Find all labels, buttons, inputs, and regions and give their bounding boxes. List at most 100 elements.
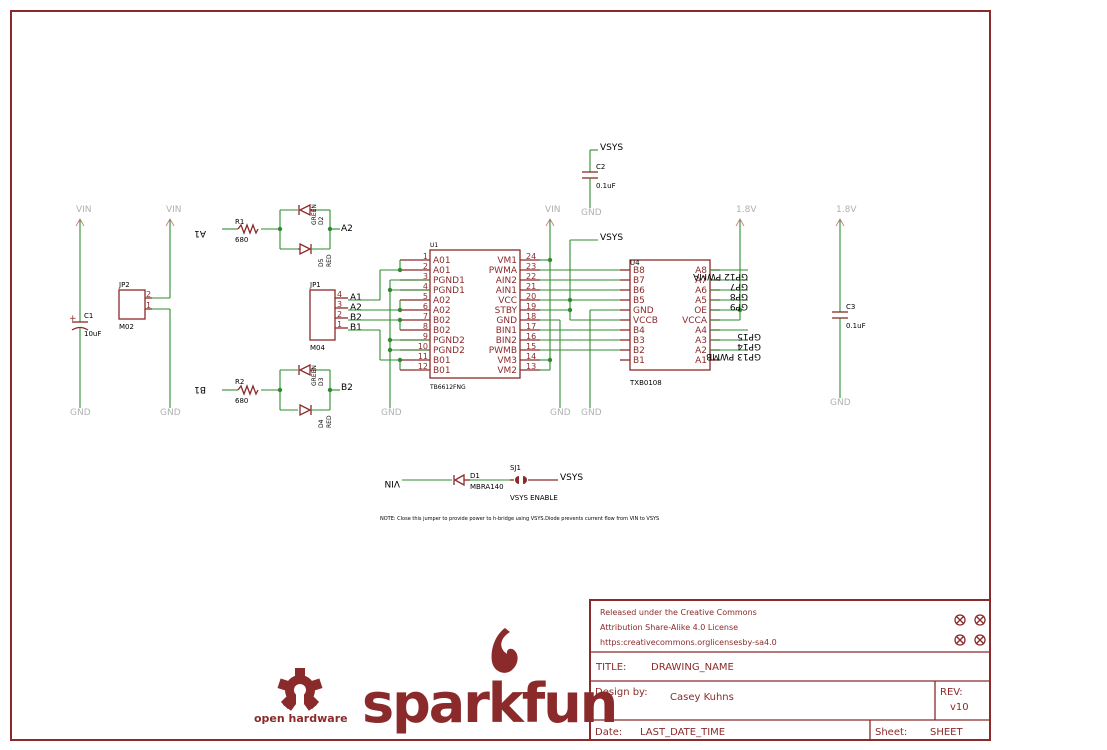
- d4-ref: D4: [318, 419, 325, 428]
- jp1-pin1: 1: [337, 320, 342, 329]
- u1-pin-number-right: 24: [526, 252, 536, 261]
- gp12-label: GP12 PWMA: [692, 271, 748, 281]
- gp13-label: GP13 PWMB: [706, 351, 761, 361]
- jp2-value: M02: [119, 323, 134, 331]
- r2-value: 680: [235, 397, 248, 405]
- r1-ref: R1: [235, 218, 244, 226]
- u1-pin-number-left: 8: [423, 322, 428, 331]
- u4-pin-name-right: VCCA: [682, 316, 708, 326]
- u1-pin-name-right: PWMB: [489, 346, 517, 356]
- c3-ref: C3: [846, 303, 855, 311]
- u1-pin-name-left: B01: [433, 366, 451, 376]
- u1-pin-name-left: A02: [433, 306, 451, 316]
- jp1-pin3: 3: [337, 300, 342, 309]
- u1-pin-name-left: A02: [433, 296, 451, 306]
- u1-pin-name-left: PGND2: [433, 346, 465, 356]
- u1-pin-name-right: GND: [496, 316, 517, 326]
- b1-net-label: B1: [350, 323, 362, 333]
- gp14-label: GP14: [737, 341, 761, 351]
- u1-pin-number-right: 18: [526, 312, 536, 321]
- gp7-label: GP7: [730, 281, 748, 291]
- u1-pin-number-left: 11: [418, 352, 428, 361]
- sheet-label: Sheet:: [875, 727, 907, 738]
- u4-pin-name-left: B2: [633, 346, 645, 356]
- c2-ref: C2: [596, 163, 605, 171]
- sj1-value: VSYS ENABLE: [510, 494, 558, 502]
- jp1-pin4: 4: [337, 290, 342, 299]
- u1-pin-number-right: 23: [526, 262, 536, 271]
- u1-pin-number-right: 13: [526, 362, 536, 371]
- u4-pin-name-left: B4: [633, 326, 645, 336]
- u1-pin-number-left: 7: [423, 312, 428, 321]
- u1-pin-name-right: VM3: [497, 356, 517, 366]
- vsys-label-mid: VSYS: [600, 233, 623, 243]
- u4-pin-name-left: GND: [633, 306, 654, 316]
- gp-labels: GP12 PWMA GP7 GP8 GP9 GP15 GP14 GP13 PWM…: [692, 271, 761, 361]
- u4-pin-name-right: A8: [695, 266, 707, 276]
- d3-value: GREEN: [311, 365, 318, 386]
- u4-pin-name-left: B1: [633, 356, 645, 366]
- u4-ref: U4: [630, 259, 640, 267]
- r1-value: 680: [235, 236, 248, 244]
- u4-pin-name-left: VCCB: [633, 316, 658, 326]
- a2-net-label-top: A2: [341, 224, 353, 234]
- led-pair-a: A1 R1 680 A2 D2 GREEN D5 RED: [194, 203, 353, 267]
- d5-value: RED: [326, 254, 333, 267]
- c2-capacitor: VSYS C2 0.1uF GND: [581, 143, 623, 218]
- vsys-label-c2: VSYS: [600, 143, 623, 153]
- u1-pin-number-right: 16: [526, 332, 536, 341]
- v18-label-u4: 1.8V: [736, 205, 757, 215]
- u1-pin-number-left: 12: [418, 362, 428, 371]
- u4-pin-name-right: A5: [695, 296, 707, 306]
- vin-label-u1: VIN: [545, 205, 561, 215]
- u1-pin-name-left: A01: [433, 256, 451, 266]
- rev-value: v10: [950, 702, 969, 713]
- u4-pin-name-right: A3: [695, 336, 707, 346]
- u1-pin-name-right: AIN1: [496, 286, 517, 296]
- c1-capacitor: VIN + C1 10uF GND: [69, 205, 101, 418]
- sparkfun-text: sparkfun: [362, 672, 616, 735]
- gnd-label-c3: GND: [830, 398, 851, 408]
- gnd-label-u4: GND: [581, 408, 602, 418]
- u4-pin-name-left: B5: [633, 296, 645, 306]
- vin-label-c1: VIN: [76, 205, 92, 215]
- jp1-connector: 4 3 2 1 JP1 M04 A1 A2 B2 B1: [309, 269, 400, 361]
- r2-ref: R2: [235, 378, 244, 386]
- u1-right-pins: 24VM123PWMA22AIN221AIN120VCC19STBY18GND1…: [489, 252, 540, 376]
- u4-pin-name-left: B7: [633, 276, 645, 286]
- gnd-label-u1-left: GND: [381, 408, 402, 418]
- u1-pin-number-right: 21: [526, 282, 536, 291]
- d1-value: MBRA140: [470, 483, 504, 491]
- jp1-pin2: 2: [337, 310, 342, 319]
- u1-pin-name-left: PGND2: [433, 336, 465, 346]
- d5-ref: D5: [318, 258, 325, 267]
- jp2-pin2: 2: [146, 290, 151, 299]
- c3-value: 0.1uF: [846, 322, 866, 330]
- u4-txb0108: U4 TXB0108 B8B7B6B5GNDVCCBB4B3B2B1A8A7A6…: [620, 205, 757, 387]
- b1-mirror-label: B1: [194, 384, 206, 394]
- title-label: TITLE:: [595, 662, 626, 673]
- gp8-label: GP8: [730, 291, 748, 301]
- a2-net-label: A2: [350, 303, 362, 313]
- oshw-logo: open hardware: [254, 668, 348, 725]
- b2-net-label-bottom: B2: [341, 383, 353, 393]
- vsys-label-sj1: VSYS: [560, 473, 583, 483]
- u4-pin-name-left: B8: [633, 266, 645, 276]
- u1-pin-number-right: 17: [526, 322, 536, 331]
- u1-pin-number-left: 10: [418, 342, 428, 351]
- u1-pin-number-left: 4: [423, 282, 428, 291]
- design-value: Casey Kuhns: [670, 692, 734, 703]
- vin-label-jp2: VIN: [166, 205, 182, 215]
- vsys-enable-section: VIN D1 MBRA140 SJ1 VSYS ENABLE VSYS: [384, 464, 583, 502]
- d3-ref: D3: [318, 377, 325, 386]
- u1-pin-number-right: 19: [526, 302, 536, 311]
- u4-pin-name-right: A2: [695, 346, 707, 356]
- u1-pin-number-left: 2: [423, 262, 428, 271]
- u4-pin-name-right: A6: [695, 286, 707, 296]
- cc-icons: [954, 614, 986, 646]
- a1-net-label: A1: [350, 293, 362, 303]
- c2-value: 0.1uF: [596, 182, 616, 190]
- design-label: Design by:: [595, 687, 648, 698]
